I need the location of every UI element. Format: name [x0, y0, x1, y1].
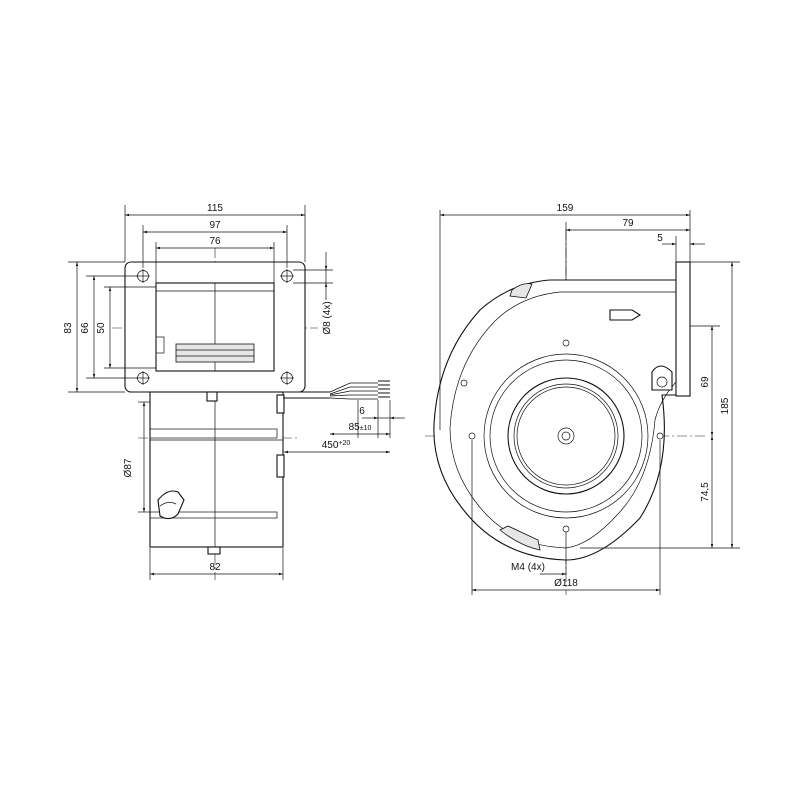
front-motor-dia-dimension: Ø87: [123, 401, 150, 513]
dim-flange-thickness: 5: [657, 233, 663, 244]
dim-motor-dia: Ø87: [123, 458, 134, 477]
front-cable-dimensions: 6 85±10 450+20: [284, 400, 405, 454]
outlet-housing: [155, 282, 275, 372]
dim-cable-length: 450+20: [322, 440, 351, 451]
side-bottom-dimensions: M4 (4x) Ø118: [471, 440, 661, 595]
motor-body: [149, 391, 285, 555]
dim-motor-length: 82: [209, 562, 221, 573]
dim-overall-height: 185: [720, 397, 731, 414]
dim-overall-width: 159: [557, 203, 574, 214]
dim-outlet-height: 69: [700, 376, 711, 388]
front-hole-dimension: Ø8 (4x): [293, 252, 333, 335]
dim-housing-width: 76: [209, 236, 221, 247]
side-right-dimensions: 69 185 74,5: [580, 261, 740, 549]
cable-assembly: [283, 380, 390, 400]
scroll-housing: [433, 261, 691, 561]
dim-hole-spacing-v: 66: [80, 322, 91, 334]
dim-hole-spacing-h: 97: [209, 220, 221, 231]
front-left-dimensions: 83 66 50: [63, 261, 156, 393]
dim-wire-sleeve: 85±10: [349, 422, 372, 433]
side-top-dimensions: 159 79 5: [439, 203, 705, 430]
dim-flange-width: 115: [207, 203, 223, 214]
dim-outlet-offset: 79: [622, 218, 634, 229]
front-top-dimensions: 115 97 76: [124, 203, 306, 283]
front-view: 115 97 76 83 66 50 Ø8 (4x): [63, 203, 405, 580]
dim-hole-dia: Ø8 (4x): [322, 301, 333, 334]
front-bottom-dimension: 82: [149, 548, 284, 580]
dim-bolt-circle: Ø118: [554, 578, 578, 589]
dim-housing-height: 50: [96, 322, 107, 334]
dim-mount-thread: M4 (4x): [511, 562, 545, 573]
dim-axis-height: 74,5: [700, 482, 711, 502]
dim-flange-height: 83: [63, 322, 74, 334]
side-view: 159 79 5 69 185 74,5 M4 (4x) Ø118: [425, 203, 740, 595]
dim-wire-strip: 6: [359, 406, 365, 417]
